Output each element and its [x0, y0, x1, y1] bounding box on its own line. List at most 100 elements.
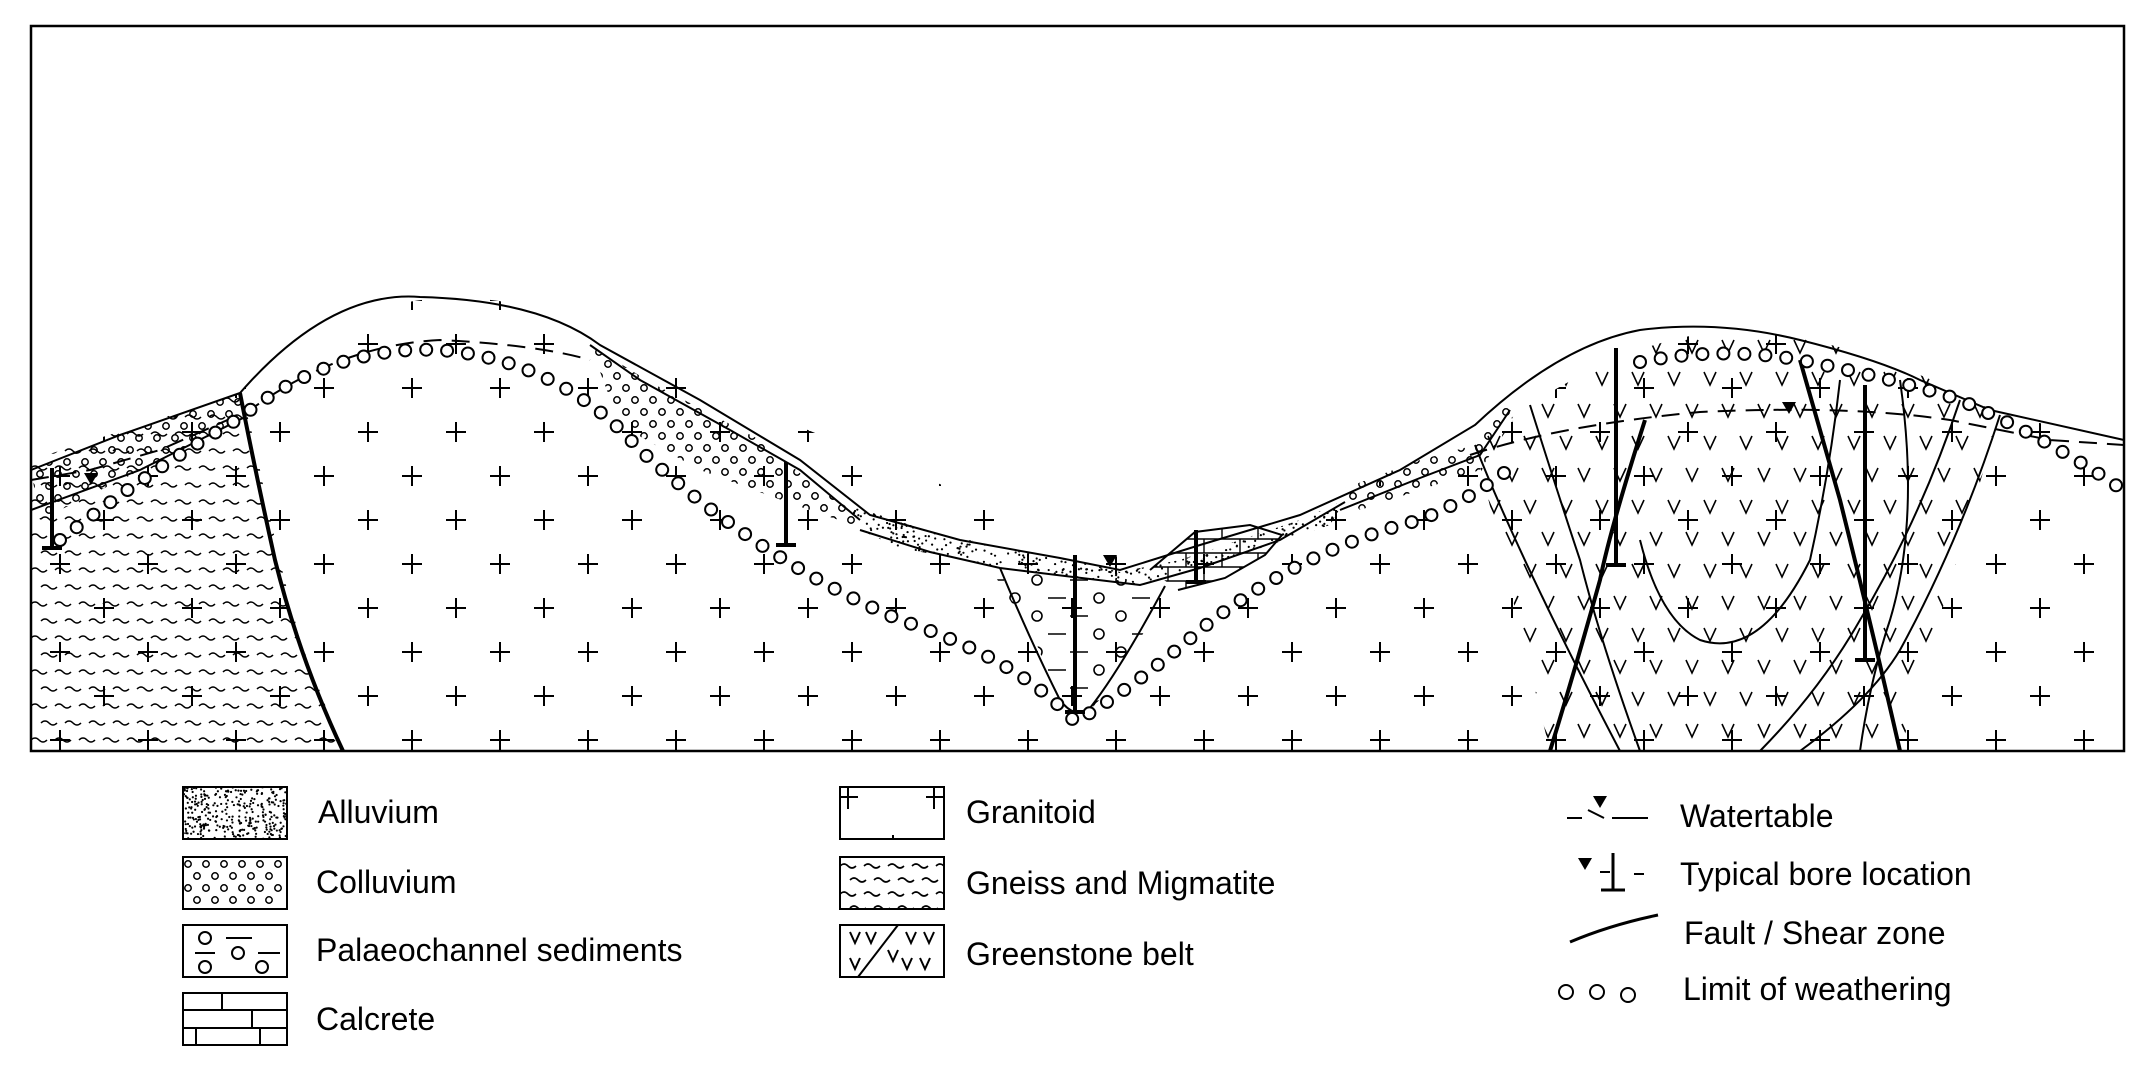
colluvium-pebble	[180, 422, 188, 430]
colluvium-pebble	[81, 434, 89, 442]
alluvium-dot	[969, 517, 972, 520]
weathering-circle	[1902, 378, 1917, 392]
greenstone-v	[1541, 659, 1555, 675]
alluvium-dot	[1170, 497, 1172, 499]
colluvium-pebble	[1376, 504, 1384, 510]
alluvium-dot	[1313, 530, 1316, 533]
alluvium-dot	[1146, 551, 1149, 555]
colluvium-pebble	[198, 422, 206, 430]
alluvium-dot	[981, 585, 983, 587]
alluvium-dot	[1081, 528, 1084, 531]
alluvium-dot	[1247, 580, 1250, 583]
alluvium-dot	[274, 823, 277, 826]
alluvium-dot	[1131, 586, 1133, 588]
alluvium-dot	[1005, 570, 1009, 573]
alluvium-dot	[1067, 527, 1070, 530]
alluvium-dot	[1034, 508, 1038, 511]
alluvium-dot	[1061, 500, 1064, 503]
colluvium-pebble	[590, 408, 594, 416]
greenstone-v	[1811, 627, 1825, 643]
colluvium-pebble	[234, 518, 242, 520]
weathering-circle	[460, 346, 475, 361]
alluvium-dot	[1248, 566, 1251, 569]
alluvium-dot	[1097, 500, 1100, 503]
alluvium-dot	[1207, 533, 1210, 536]
legend-weathering-label: Limit of weathering	[1683, 971, 1952, 1007]
alluvium-dot	[1073, 511, 1076, 514]
alluvium-dot	[1185, 528, 1188, 531]
alluvium-dot	[272, 825, 276, 828]
alluvium-dot	[911, 562, 914, 565]
alluvium-dot	[1018, 515, 1021, 519]
alluvium-dot	[1158, 518, 1161, 521]
alluvium-dot	[993, 513, 996, 516]
alluvium-dot	[887, 509, 890, 513]
alluvium-dot	[1027, 501, 1031, 505]
alluvium-dot	[979, 528, 982, 531]
weathering-circle	[377, 345, 392, 360]
colluvium-pebble	[216, 470, 224, 478]
colluvium-pebble	[658, 360, 666, 368]
alluvium-dot	[1144, 507, 1147, 510]
alluvium-dot	[1308, 506, 1312, 509]
greenstone-v	[1937, 723, 1951, 739]
alluvium-dot	[223, 825, 226, 828]
alluvium-dot	[956, 500, 959, 503]
alluvium-dot	[887, 507, 891, 510]
alluvium-dot	[918, 509, 922, 513]
colluvium-pebble	[220, 860, 228, 868]
alluvium-dot	[1114, 574, 1118, 577]
alluvium-dot	[1279, 548, 1282, 551]
alluvium-dot	[938, 575, 941, 578]
alluvium-dot	[883, 577, 886, 580]
alluvium-dot	[925, 586, 927, 588]
alluvium-dot	[273, 814, 276, 817]
alluvium-dot	[932, 500, 936, 501]
alluvium-dot	[1237, 500, 1240, 502]
alluvium-dot	[1293, 557, 1296, 560]
alluvium-dot	[215, 829, 218, 832]
alluvium-dot	[1335, 580, 1339, 583]
colluvium-pebble	[220, 884, 228, 892]
alluvium-dot	[1113, 527, 1116, 530]
bores	[42, 348, 1875, 714]
alluvium-dot	[905, 567, 908, 570]
gneiss-dash	[318, 567, 336, 573]
alluvium-dot	[971, 526, 974, 530]
gneiss-dash	[198, 635, 216, 641]
alluvium-dot	[1243, 562, 1246, 565]
alluvium-dot	[1100, 568, 1103, 571]
alluvium-dot	[1252, 564, 1255, 567]
alluvium-dot	[267, 797, 271, 800]
palaeochannel-pebble	[1031, 574, 1043, 586]
alluvium-dot	[265, 826, 268, 829]
alluvium-dot	[255, 790, 258, 793]
greenstone-v	[1685, 339, 1699, 355]
alluvium-dot	[1027, 543, 1031, 547]
alluvium-dot	[278, 834, 281, 837]
alluvium-dot	[1325, 572, 1329, 575]
gneiss-dash	[31, 567, 48, 573]
alluvium-dot	[873, 567, 876, 570]
alluvium-dot	[271, 821, 274, 824]
palaeochannel-pebble	[1115, 610, 1127, 622]
alluvium-dot	[940, 529, 944, 532]
alluvium-dot	[1273, 497, 1275, 499]
greenstone-v	[1703, 499, 1717, 515]
alluvium-dot	[1185, 545, 1188, 548]
alluvium-dot	[1027, 538, 1030, 541]
gneiss-dash	[270, 601, 288, 607]
gneiss-dash	[294, 431, 312, 437]
weathering-circle	[904, 616, 918, 631]
alluvium-dot	[1252, 570, 1255, 573]
alluvium-dot	[1152, 500, 1156, 501]
alluvium-dot	[206, 817, 210, 820]
greenstone-v	[1721, 659, 1735, 675]
alluvium-dot	[1336, 510, 1339, 513]
alluvium-dot	[1304, 583, 1307, 585]
alluvium-dot	[858, 550, 861, 554]
alluvium-dot	[1062, 568, 1065, 571]
colluvium-pebble	[1376, 480, 1384, 488]
alluvium-dot	[949, 541, 952, 544]
weathering-circle	[791, 561, 806, 576]
